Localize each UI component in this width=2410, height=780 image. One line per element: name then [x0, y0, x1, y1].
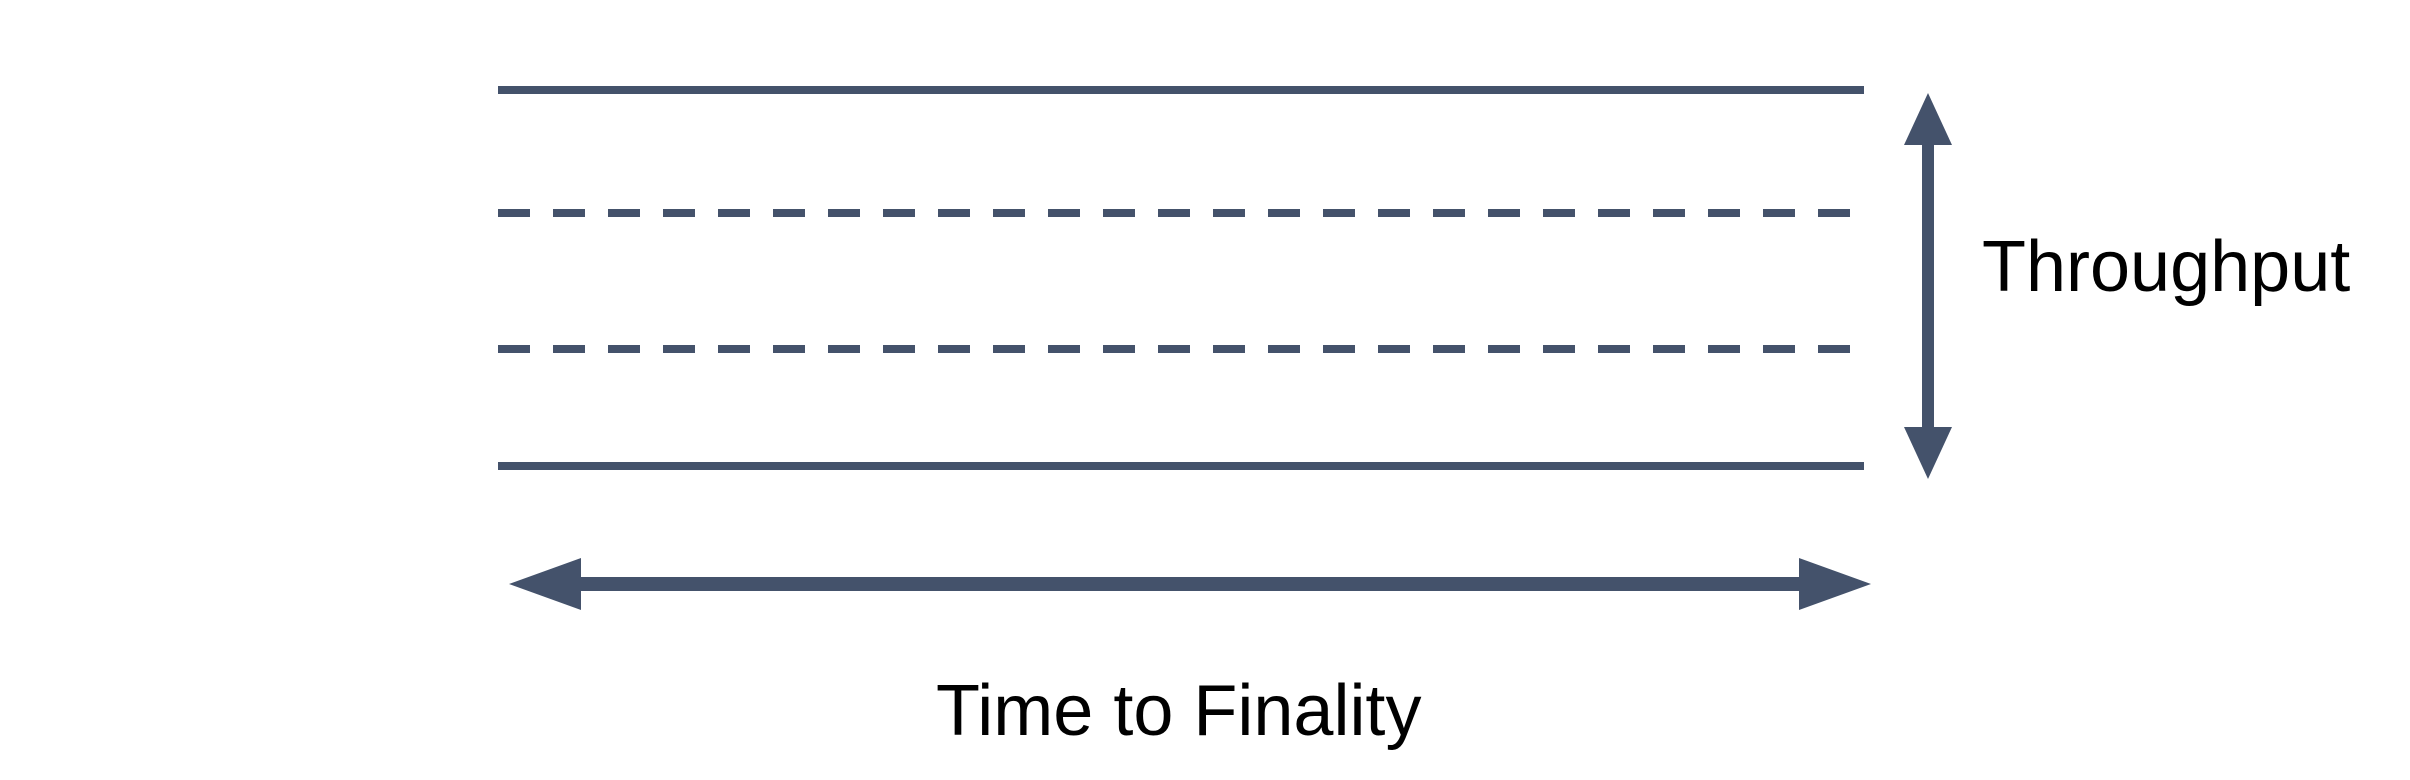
time-to-finality-arrow: [509, 558, 1871, 610]
time-to-finality-arrow-shaft: [581, 577, 1799, 591]
throughput-arrow: [1904, 93, 1952, 479]
throughput-arrow-head-down: [1904, 427, 1952, 479]
throughput-arrow-shaft: [1922, 145, 1934, 427]
time-to-finality-arrow-head-left: [509, 558, 581, 610]
time-to-finality-axis-label: Time to Finality: [936, 671, 1422, 751]
time-to-finality-arrow-head-right: [1799, 558, 1871, 610]
throughput-axis-label: Throughput: [1982, 227, 2351, 307]
throughput-arrow-head-up: [1904, 93, 1952, 145]
